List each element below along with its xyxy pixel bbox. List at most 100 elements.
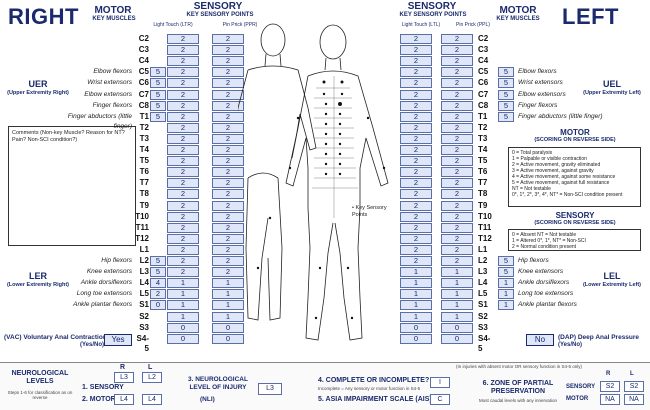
light-touch-left-cell[interactable]: 2 (400, 145, 432, 155)
pin-prick-right-cell[interactable]: 2 (212, 244, 244, 255)
pin-prick-left-cell[interactable]: 1 (441, 311, 473, 322)
motor-left-cell[interactable]: 5 (498, 267, 514, 278)
pin-prick-right-cell[interactable]: 2 (212, 267, 244, 278)
motor-left-cell[interactable]: 1 (498, 289, 514, 300)
pin-prick-right-cell[interactable]: 0 (212, 333, 244, 344)
light-touch-left-cell[interactable]: 2 (400, 56, 432, 67)
pin-prick-right-cell[interactable]: 2 (212, 156, 244, 167)
pin-prick-left-cell[interactable]: 1 (441, 300, 473, 311)
light-touch-right-cell[interactable]: 2 (167, 111, 199, 122)
light-touch-left-cell[interactable]: 0 (400, 322, 432, 333)
light-touch-right-cell[interactable]: 2 (167, 89, 199, 100)
light-touch-right-cell[interactable]: 0 (167, 322, 199, 333)
pin-prick-right-cell[interactable]: 2 (212, 78, 244, 89)
light-touch-left-cell[interactable]: 2 (400, 211, 432, 222)
motor-right-cell[interactable]: 0 (150, 300, 166, 311)
motor-right-cell[interactable]: 5 (150, 89, 166, 100)
motor-right-cell[interactable]: 2 (150, 289, 166, 300)
pin-prick-right-cell[interactable]: 0 (212, 322, 244, 333)
pin-prick-right-cell[interactable]: 1 (212, 278, 244, 289)
pin-prick-left-cell[interactable]: 2 (441, 211, 473, 222)
pin-prick-right-cell[interactable]: 2 (212, 45, 244, 56)
sensory-l-field[interactable]: L2 (142, 372, 162, 383)
light-touch-right-cell[interactable]: 2 (167, 222, 199, 233)
motor-left-cell[interactable]: 5 (498, 89, 514, 100)
zpp-sensory-l-field[interactable]: S2 (624, 381, 644, 392)
motor-right-cell[interactable]: 5 (150, 111, 166, 122)
light-touch-right-cell[interactable]: 2 (167, 78, 199, 89)
light-touch-right-cell[interactable]: 2 (167, 156, 199, 167)
pin-prick-left-cell[interactable]: 2 (441, 244, 473, 255)
light-touch-right-cell[interactable]: 1 (167, 311, 199, 322)
pin-prick-right-cell[interactable]: 2 (212, 133, 244, 144)
motor-right-cell[interactable]: 5 (150, 67, 166, 78)
pin-prick-right-cell[interactable]: 2 (212, 34, 244, 44)
light-touch-left-cell[interactable]: 2 (400, 78, 432, 89)
pin-prick-left-cell[interactable]: 2 (441, 100, 473, 111)
light-touch-left-cell[interactable]: 0 (400, 333, 432, 344)
light-touch-left-cell[interactable]: 2 (400, 189, 432, 200)
motor-left-cell[interactable]: 1 (498, 278, 514, 289)
light-touch-left-cell[interactable]: 2 (400, 244, 432, 255)
pin-prick-left-cell[interactable]: 2 (441, 45, 473, 56)
pin-prick-right-cell[interactable]: 2 (212, 200, 244, 211)
pin-prick-right-cell[interactable]: 2 (212, 89, 244, 100)
pin-prick-left-cell[interactable]: 1 (441, 267, 473, 278)
light-touch-right-cell[interactable]: 2 (167, 122, 199, 133)
light-touch-right-cell[interactable]: 2 (167, 167, 199, 178)
zpp-motor-r-field[interactable]: NA (600, 394, 620, 405)
motor-r-field[interactable]: L4 (114, 394, 134, 405)
pin-prick-right-cell[interactable]: 2 (212, 167, 244, 178)
light-touch-left-cell[interactable]: 2 (400, 200, 432, 211)
pin-prick-left-cell[interactable]: 2 (441, 122, 473, 133)
pin-prick-left-cell[interactable]: 2 (441, 178, 473, 189)
pin-prick-left-cell[interactable]: 2 (441, 189, 473, 200)
motor-left-cell[interactable]: 5 (498, 256, 514, 266)
sensory-r-field[interactable]: L3 (114, 372, 134, 383)
light-touch-left-cell[interactable]: 2 (400, 45, 432, 56)
motor-right-cell[interactable]: 5 (150, 100, 166, 111)
light-touch-left-cell[interactable]: 2 (400, 256, 432, 266)
light-touch-right-cell[interactable]: 1 (167, 300, 199, 311)
vac-field[interactable]: Yes (104, 334, 132, 346)
pin-prick-left-cell[interactable]: 1 (441, 278, 473, 289)
light-touch-left-cell[interactable]: 2 (400, 67, 432, 78)
light-touch-right-cell[interactable]: 2 (167, 34, 199, 44)
pin-prick-right-cell[interactable]: 2 (212, 211, 244, 222)
light-touch-left-cell[interactable]: 2 (400, 133, 432, 144)
light-touch-right-cell[interactable]: 2 (167, 56, 199, 67)
pin-prick-left-cell[interactable]: 2 (441, 256, 473, 266)
light-touch-right-cell[interactable]: 2 (167, 133, 199, 144)
pin-prick-right-cell[interactable]: 2 (212, 222, 244, 233)
pin-prick-right-cell[interactable]: 2 (212, 67, 244, 78)
motor-right-cell[interactable]: 5 (150, 267, 166, 278)
pin-prick-right-cell[interactable]: 2 (212, 233, 244, 244)
light-touch-left-cell[interactable]: 2 (400, 111, 432, 122)
zpp-sensory-r-field[interactable]: S2 (600, 381, 620, 392)
pin-prick-left-cell[interactable]: 0 (441, 333, 473, 344)
light-touch-left-cell[interactable]: 1 (400, 300, 432, 311)
light-touch-left-cell[interactable]: 2 (400, 34, 432, 44)
light-touch-right-cell[interactable]: 1 (167, 289, 199, 300)
light-touch-right-cell[interactable]: 2 (167, 244, 199, 255)
light-touch-right-cell[interactable]: 1 (167, 278, 199, 289)
pin-prick-left-cell[interactable]: 2 (441, 111, 473, 122)
pin-prick-left-cell[interactable]: 2 (441, 200, 473, 211)
light-touch-right-cell[interactable]: 0 (167, 333, 199, 344)
motor-left-cell[interactable]: 5 (498, 78, 514, 89)
light-touch-left-cell[interactable]: 2 (400, 100, 432, 111)
pin-prick-right-cell[interactable]: 2 (212, 111, 244, 122)
pin-prick-left-cell[interactable]: 2 (441, 78, 473, 89)
pin-prick-right-cell[interactable]: 2 (212, 256, 244, 266)
comments-box[interactable]: Comments (Non-key Muscle? Reason for NT?… (8, 126, 136, 246)
ais-field[interactable]: C (430, 394, 450, 405)
light-touch-left-cell[interactable]: 2 (400, 156, 432, 167)
pin-prick-right-cell[interactable]: 2 (212, 100, 244, 111)
light-touch-left-cell[interactable]: 1 (400, 289, 432, 300)
motor-left-cell[interactable]: 5 (498, 111, 514, 122)
light-touch-left-cell[interactable]: 2 (400, 178, 432, 189)
zpp-motor-l-field[interactable]: NA (624, 394, 644, 405)
dap-field[interactable]: No (526, 334, 554, 346)
pin-prick-left-cell[interactable]: 2 (441, 56, 473, 67)
light-touch-right-cell[interactable]: 2 (167, 67, 199, 78)
